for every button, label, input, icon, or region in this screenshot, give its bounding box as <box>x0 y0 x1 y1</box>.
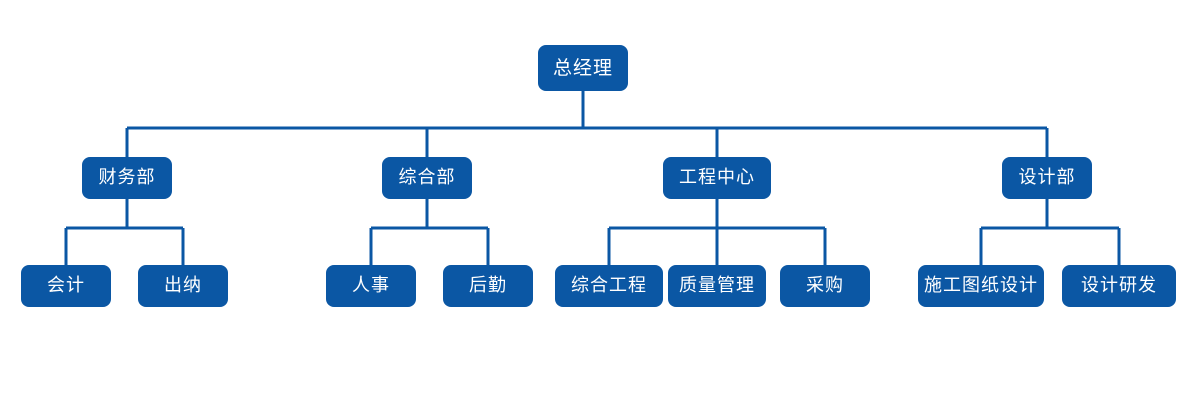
node-logistics[interactable]: 后勤 <box>443 265 533 307</box>
node-label: 会计 <box>47 275 85 296</box>
node-label: 人事 <box>352 275 390 296</box>
node-design-dept[interactable]: 设计部 <box>1002 157 1092 199</box>
node-label: 综合工程 <box>571 275 647 296</box>
node-engineering-center[interactable]: 工程中心 <box>663 157 771 199</box>
node-label: 总经理 <box>552 56 613 79</box>
node-quality-management[interactable]: 质量管理 <box>668 265 766 307</box>
node-construction-drawing-design[interactable]: 施工图纸设计 <box>918 265 1044 307</box>
node-accounting[interactable]: 会计 <box>21 265 111 307</box>
node-label: 后勤 <box>469 275 507 296</box>
node-general-engineering[interactable]: 综合工程 <box>555 265 663 307</box>
node-label: 质量管理 <box>679 275 755 296</box>
node-label: 设计研发 <box>1081 275 1157 296</box>
node-cashier[interactable]: 出纳 <box>138 265 228 307</box>
node-procurement[interactable]: 采购 <box>780 265 870 307</box>
node-general-manager[interactable]: 总经理 <box>538 45 628 91</box>
node-design-research-development[interactable]: 设计研发 <box>1062 265 1176 307</box>
node-finance-dept[interactable]: 财务部 <box>82 157 172 199</box>
node-label: 采购 <box>806 275 844 296</box>
node-general-affairs-dept[interactable]: 综合部 <box>382 157 472 199</box>
node-label: 工程中心 <box>679 167 755 188</box>
node-label: 综合部 <box>398 167 456 188</box>
node-human-resources[interactable]: 人事 <box>326 265 416 307</box>
node-label: 出纳 <box>164 275 202 296</box>
node-label: 施工图纸设计 <box>924 275 1038 296</box>
node-label: 设计部 <box>1018 167 1076 188</box>
node-label: 财务部 <box>98 167 156 188</box>
